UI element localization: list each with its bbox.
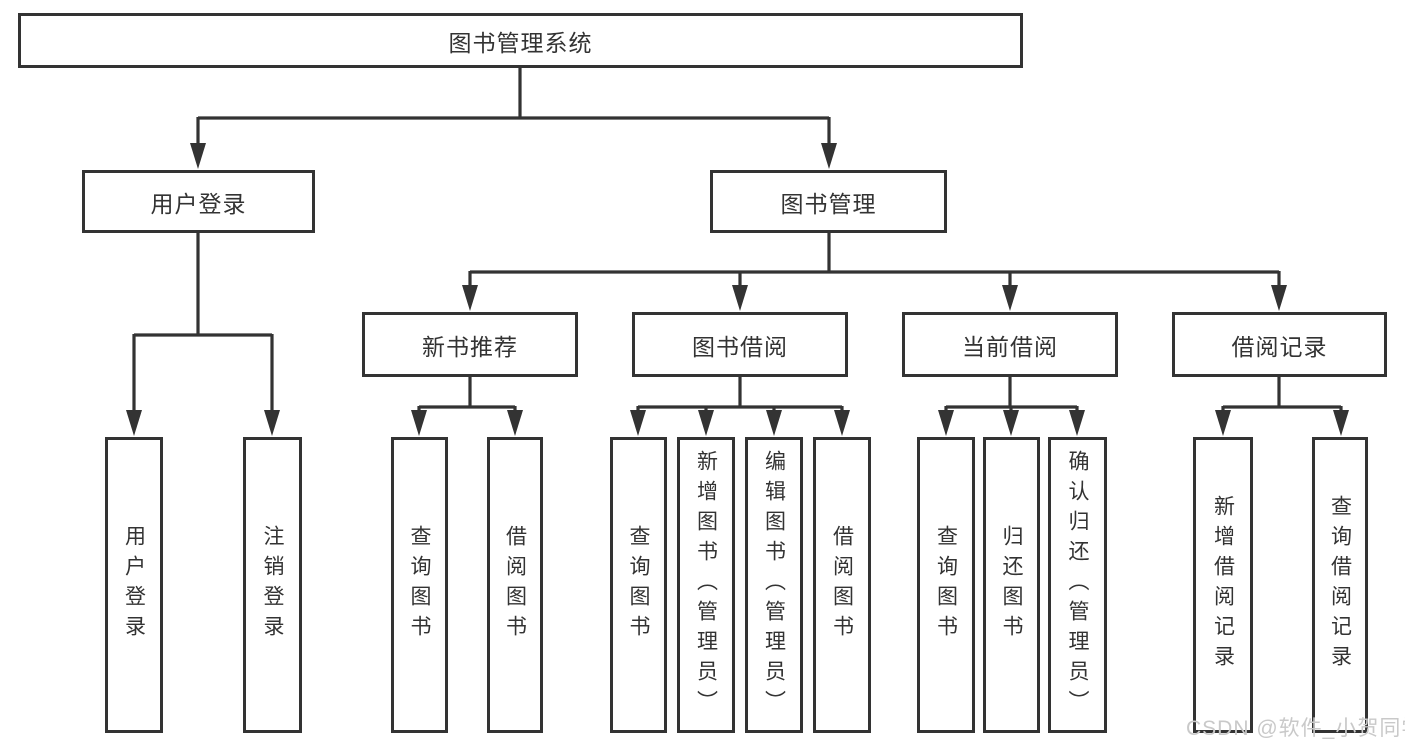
leaf-query-borrow-record: 查询借阅记录 (1312, 437, 1368, 733)
node-root-system: 图书管理系统 (18, 13, 1023, 68)
leaf-edit-book-admin: 编辑图书（管理员） (745, 437, 803, 733)
leaf-user-login: 用户登录 (105, 437, 163, 733)
node-borrow-record: 借阅记录 (1172, 312, 1387, 377)
leaf-borrow-book: 借阅图书 (813, 437, 871, 733)
leaf-borrow-query-book: 查询图书 (610, 437, 667, 733)
leaf-add-book-admin: 新增图书（管理员） (677, 437, 735, 733)
leaf-return-book: 归还图书 (983, 437, 1040, 733)
node-new-book-recommend: 新书推荐 (362, 312, 578, 377)
leaf-borrow-book-label: 借阅图书 (830, 525, 854, 645)
leaf-logout-label: 注销登录 (261, 525, 284, 645)
leaf-return-book-label: 归还图书 (1000, 525, 1023, 645)
node-root-system-label: 图书管理系统 (448, 29, 593, 56)
node-book-management-label: 图书管理 (780, 190, 877, 217)
leaf-edit-book-admin-label: 编辑图书（管理员） (762, 450, 786, 720)
leaf-borrow-query-book-label: 查询图书 (627, 525, 650, 645)
leaf-logout: 注销登录 (243, 437, 302, 733)
node-user-login: 用户登录 (82, 170, 315, 233)
node-borrow-record-label: 借阅记录 (1231, 333, 1328, 360)
node-book-borrow: 图书借阅 (632, 312, 848, 377)
leaf-recommend-borrow-book-label: 借阅图书 (503, 525, 527, 645)
node-book-borrow-label: 图书借阅 (692, 333, 788, 360)
leaf-confirm-return-admin-label: 确认归还（管理员） (1066, 450, 1089, 720)
leaf-confirm-return-admin: 确认归还（管理员） (1048, 437, 1107, 733)
leaf-recommend-query-book: 查询图书 (391, 437, 448, 733)
leaf-current-query-book: 查询图书 (917, 437, 975, 733)
node-book-management: 图书管理 (710, 170, 947, 233)
leaf-recommend-borrow-book: 借阅图书 (487, 437, 543, 733)
node-user-login-label: 用户登录 (150, 190, 247, 217)
csdn-watermark: CSDN @软件_小贺同学 (1186, 717, 1405, 740)
node-current-borrow: 当前借阅 (902, 312, 1118, 377)
leaf-recommend-query-book-label: 查询图书 (408, 525, 431, 645)
leaf-add-borrow-record-label: 新增借阅记录 (1211, 495, 1235, 675)
leaf-add-book-admin-label: 新增图书（管理员） (694, 450, 718, 720)
node-new-book-recommend-label: 新书推荐 (422, 333, 518, 360)
leaf-query-borrow-record-label: 查询借阅记录 (1328, 495, 1352, 675)
leaf-user-login-label: 用户登录 (122, 525, 146, 645)
node-current-borrow-label: 当前借阅 (962, 333, 1058, 360)
leaf-current-query-book-label: 查询图书 (934, 525, 958, 645)
leaf-add-borrow-record: 新增借阅记录 (1193, 437, 1253, 733)
